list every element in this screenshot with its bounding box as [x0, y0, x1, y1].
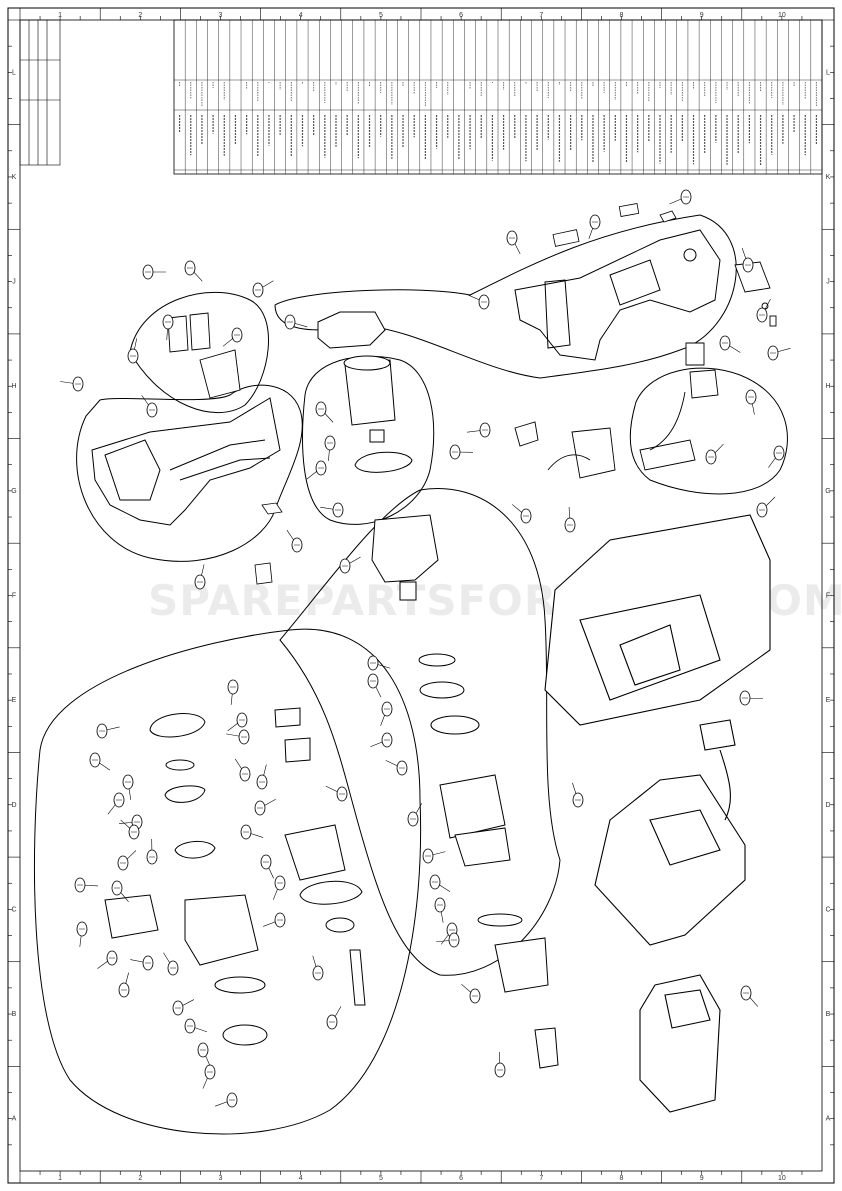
zone-column-label: 5	[379, 12, 383, 19]
motor-assembly	[343, 355, 413, 473]
callout-balloons	[60, 189, 791, 1108]
end-cap	[317, 311, 386, 349]
zone-column-label: 7	[539, 12, 543, 19]
battery-case	[544, 514, 771, 726]
zone-column-label: 2	[138, 1175, 142, 1182]
zone-column-label: 10	[778, 1175, 786, 1182]
gearbox-center	[371, 514, 559, 1069]
zone-row-label: C	[11, 906, 16, 913]
zone-row-label: G	[825, 488, 830, 495]
zone-column-label: 5	[379, 1175, 383, 1182]
zone-column-label: 7	[539, 1175, 543, 1182]
zone-row-label: E	[826, 697, 831, 704]
housing-bracket-parts	[167, 312, 241, 399]
zone-row-label: L	[12, 69, 16, 76]
zone-row-label: J	[826, 279, 830, 286]
zone-row-label: F	[12, 593, 16, 600]
zone-row-label: G	[11, 488, 16, 495]
zone-row-label: F	[826, 593, 830, 600]
zone-row-label: D	[825, 802, 830, 809]
zone-row-label: A	[12, 1116, 17, 1123]
zone-column-label: 4	[299, 12, 303, 19]
zone-column-label: 6	[459, 1175, 463, 1182]
parts-list-table	[173, 19, 823, 175]
zone-row-label: H	[11, 383, 16, 390]
zone-column-label: 10	[778, 12, 786, 19]
zone-row-label: D	[11, 802, 16, 809]
zone-row-label: C	[825, 906, 830, 913]
zone-column-label: 9	[700, 1175, 704, 1182]
drill-housing-left	[91, 397, 281, 526]
zone-column-label: 4	[299, 1175, 303, 1182]
zone-column-label: 1	[58, 12, 62, 19]
zone-column-label: 8	[620, 12, 624, 19]
zone-column-label: 1	[58, 1175, 62, 1182]
zone-column-label: 3	[219, 12, 223, 19]
zone-row-label: K	[12, 174, 17, 181]
zone-column-label: 6	[459, 12, 463, 19]
zone-row-label: B	[826, 1011, 831, 1018]
zone-column-label: 3	[219, 1175, 223, 1182]
revision-block	[19, 19, 61, 166]
drill-housing-right	[514, 229, 721, 361]
zone-row-label: K	[826, 174, 831, 181]
battery-pack	[639, 974, 721, 1113]
zone-row-label: H	[825, 383, 830, 390]
zone-row-label: E	[12, 697, 17, 704]
zone-row-label: B	[12, 1011, 17, 1018]
zone-column-label: 9	[700, 12, 704, 19]
zone-row-label: A	[826, 1116, 831, 1123]
zone-row-label: J	[12, 279, 16, 286]
frame-tick-marks	[8, 8, 834, 1183]
zone-row-label: L	[826, 69, 830, 76]
zone-column-label: 8	[620, 1175, 624, 1182]
switch-and-wiring	[514, 369, 719, 479]
gearbox-left-exploded	[104, 707, 366, 1046]
charger	[594, 719, 746, 946]
zone-column-label: 2	[138, 12, 142, 19]
small-parts	[254, 203, 677, 585]
